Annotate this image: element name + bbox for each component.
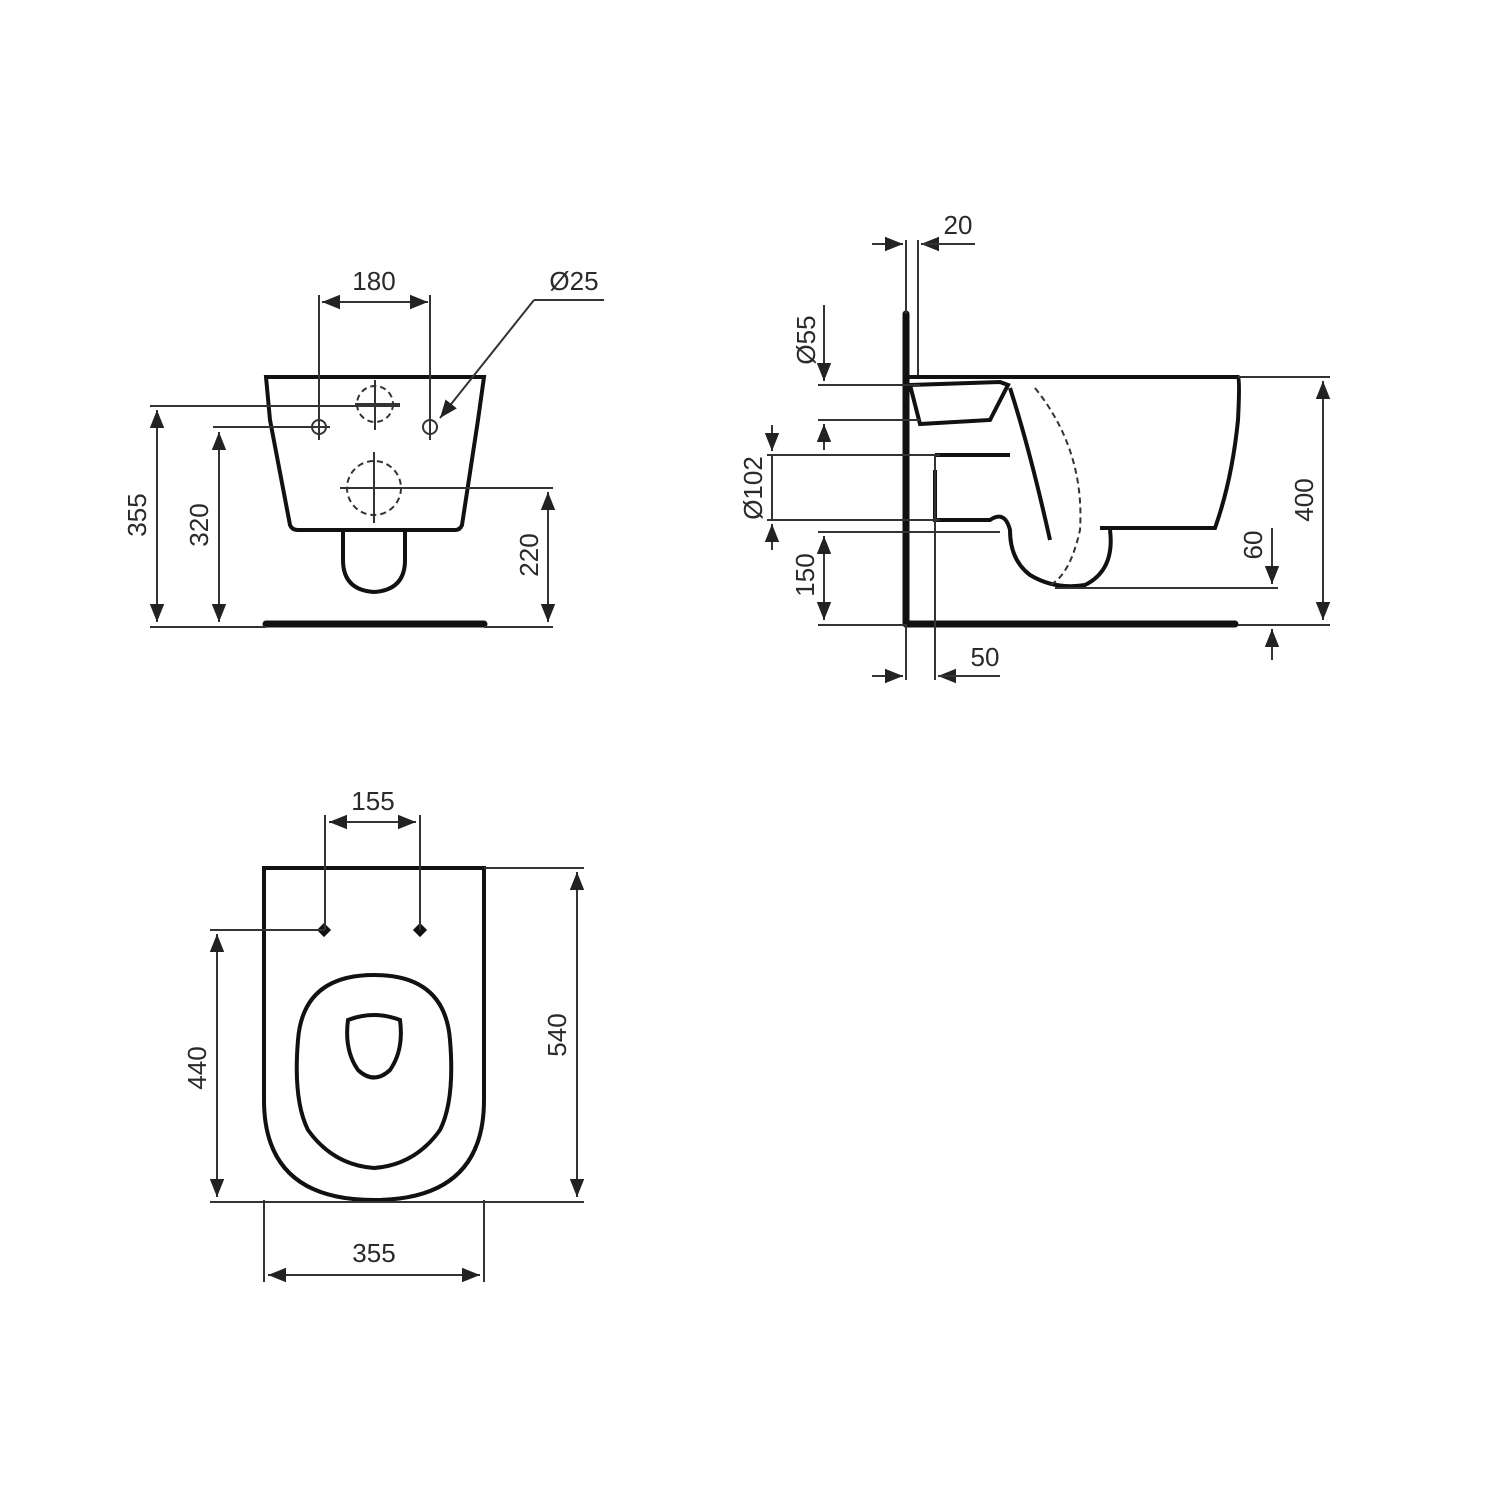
side-view: 20 Ø55 Ø102 150 400 60 50 bbox=[738, 210, 1331, 684]
dim-355-height: 355 bbox=[122, 493, 152, 536]
front-view: 180 Ø25 355 320 220 bbox=[122, 266, 604, 628]
dim-440: 440 bbox=[182, 1046, 212, 1089]
dim-60: 60 bbox=[1238, 531, 1268, 560]
dim-diameter-25: Ø25 bbox=[549, 266, 598, 296]
dim-20: 20 bbox=[944, 210, 973, 240]
trapway-dashed bbox=[1034, 387, 1082, 586]
seat-outline bbox=[294, 972, 454, 1171]
inlet-fitting bbox=[907, 379, 1011, 427]
top-view: 155 440 540 355 bbox=[182, 786, 585, 1283]
trap-side-outline bbox=[933, 453, 1113, 589]
bowl-top-outline bbox=[262, 866, 486, 1203]
dim-400: 400 bbox=[1289, 478, 1319, 521]
dim-150: 150 bbox=[790, 553, 820, 596]
bowl-side-outline bbox=[908, 375, 1241, 530]
dim-diameter-102: Ø102 bbox=[738, 456, 768, 520]
dim-50: 50 bbox=[971, 642, 1000, 672]
dim-155: 155 bbox=[351, 786, 394, 816]
dim-diameter-55: Ø55 bbox=[791, 315, 821, 364]
bowl-opening bbox=[345, 1013, 403, 1080]
dim-220: 220 bbox=[514, 533, 544, 576]
dim-320: 320 bbox=[184, 503, 214, 546]
dim-180: 180 bbox=[352, 266, 395, 296]
dim-355-width: 355 bbox=[352, 1238, 395, 1268]
bowl-outline bbox=[263, 375, 487, 532]
dim-540: 540 bbox=[542, 1013, 572, 1056]
trap-outline bbox=[341, 532, 407, 595]
trapway-inner bbox=[1008, 387, 1052, 541]
